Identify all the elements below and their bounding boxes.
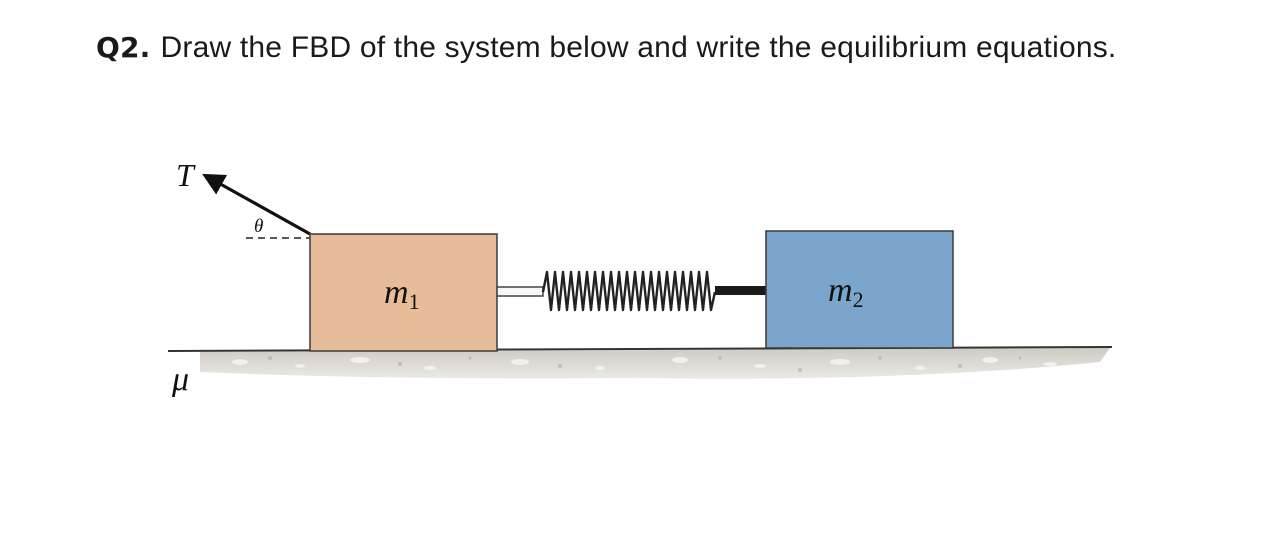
tension-label: T bbox=[176, 157, 196, 193]
angle-label: θ bbox=[254, 216, 263, 237]
mass-2-label: m2 bbox=[828, 272, 864, 312]
spring bbox=[496, 270, 767, 312]
ground bbox=[200, 348, 1110, 379]
question-text: Q2. Draw the FBD of the system below and … bbox=[96, 22, 1196, 74]
question-body: Draw the FBD of the system below and wri… bbox=[160, 31, 1117, 64]
mass-2-block bbox=[765, 230, 954, 349]
mass-1-label: m1 bbox=[384, 274, 420, 314]
mass-1-block bbox=[309, 233, 498, 352]
tension-arrow bbox=[202, 173, 311, 236]
friction-label: μ bbox=[171, 361, 189, 398]
question-number: Q2. bbox=[96, 31, 151, 64]
